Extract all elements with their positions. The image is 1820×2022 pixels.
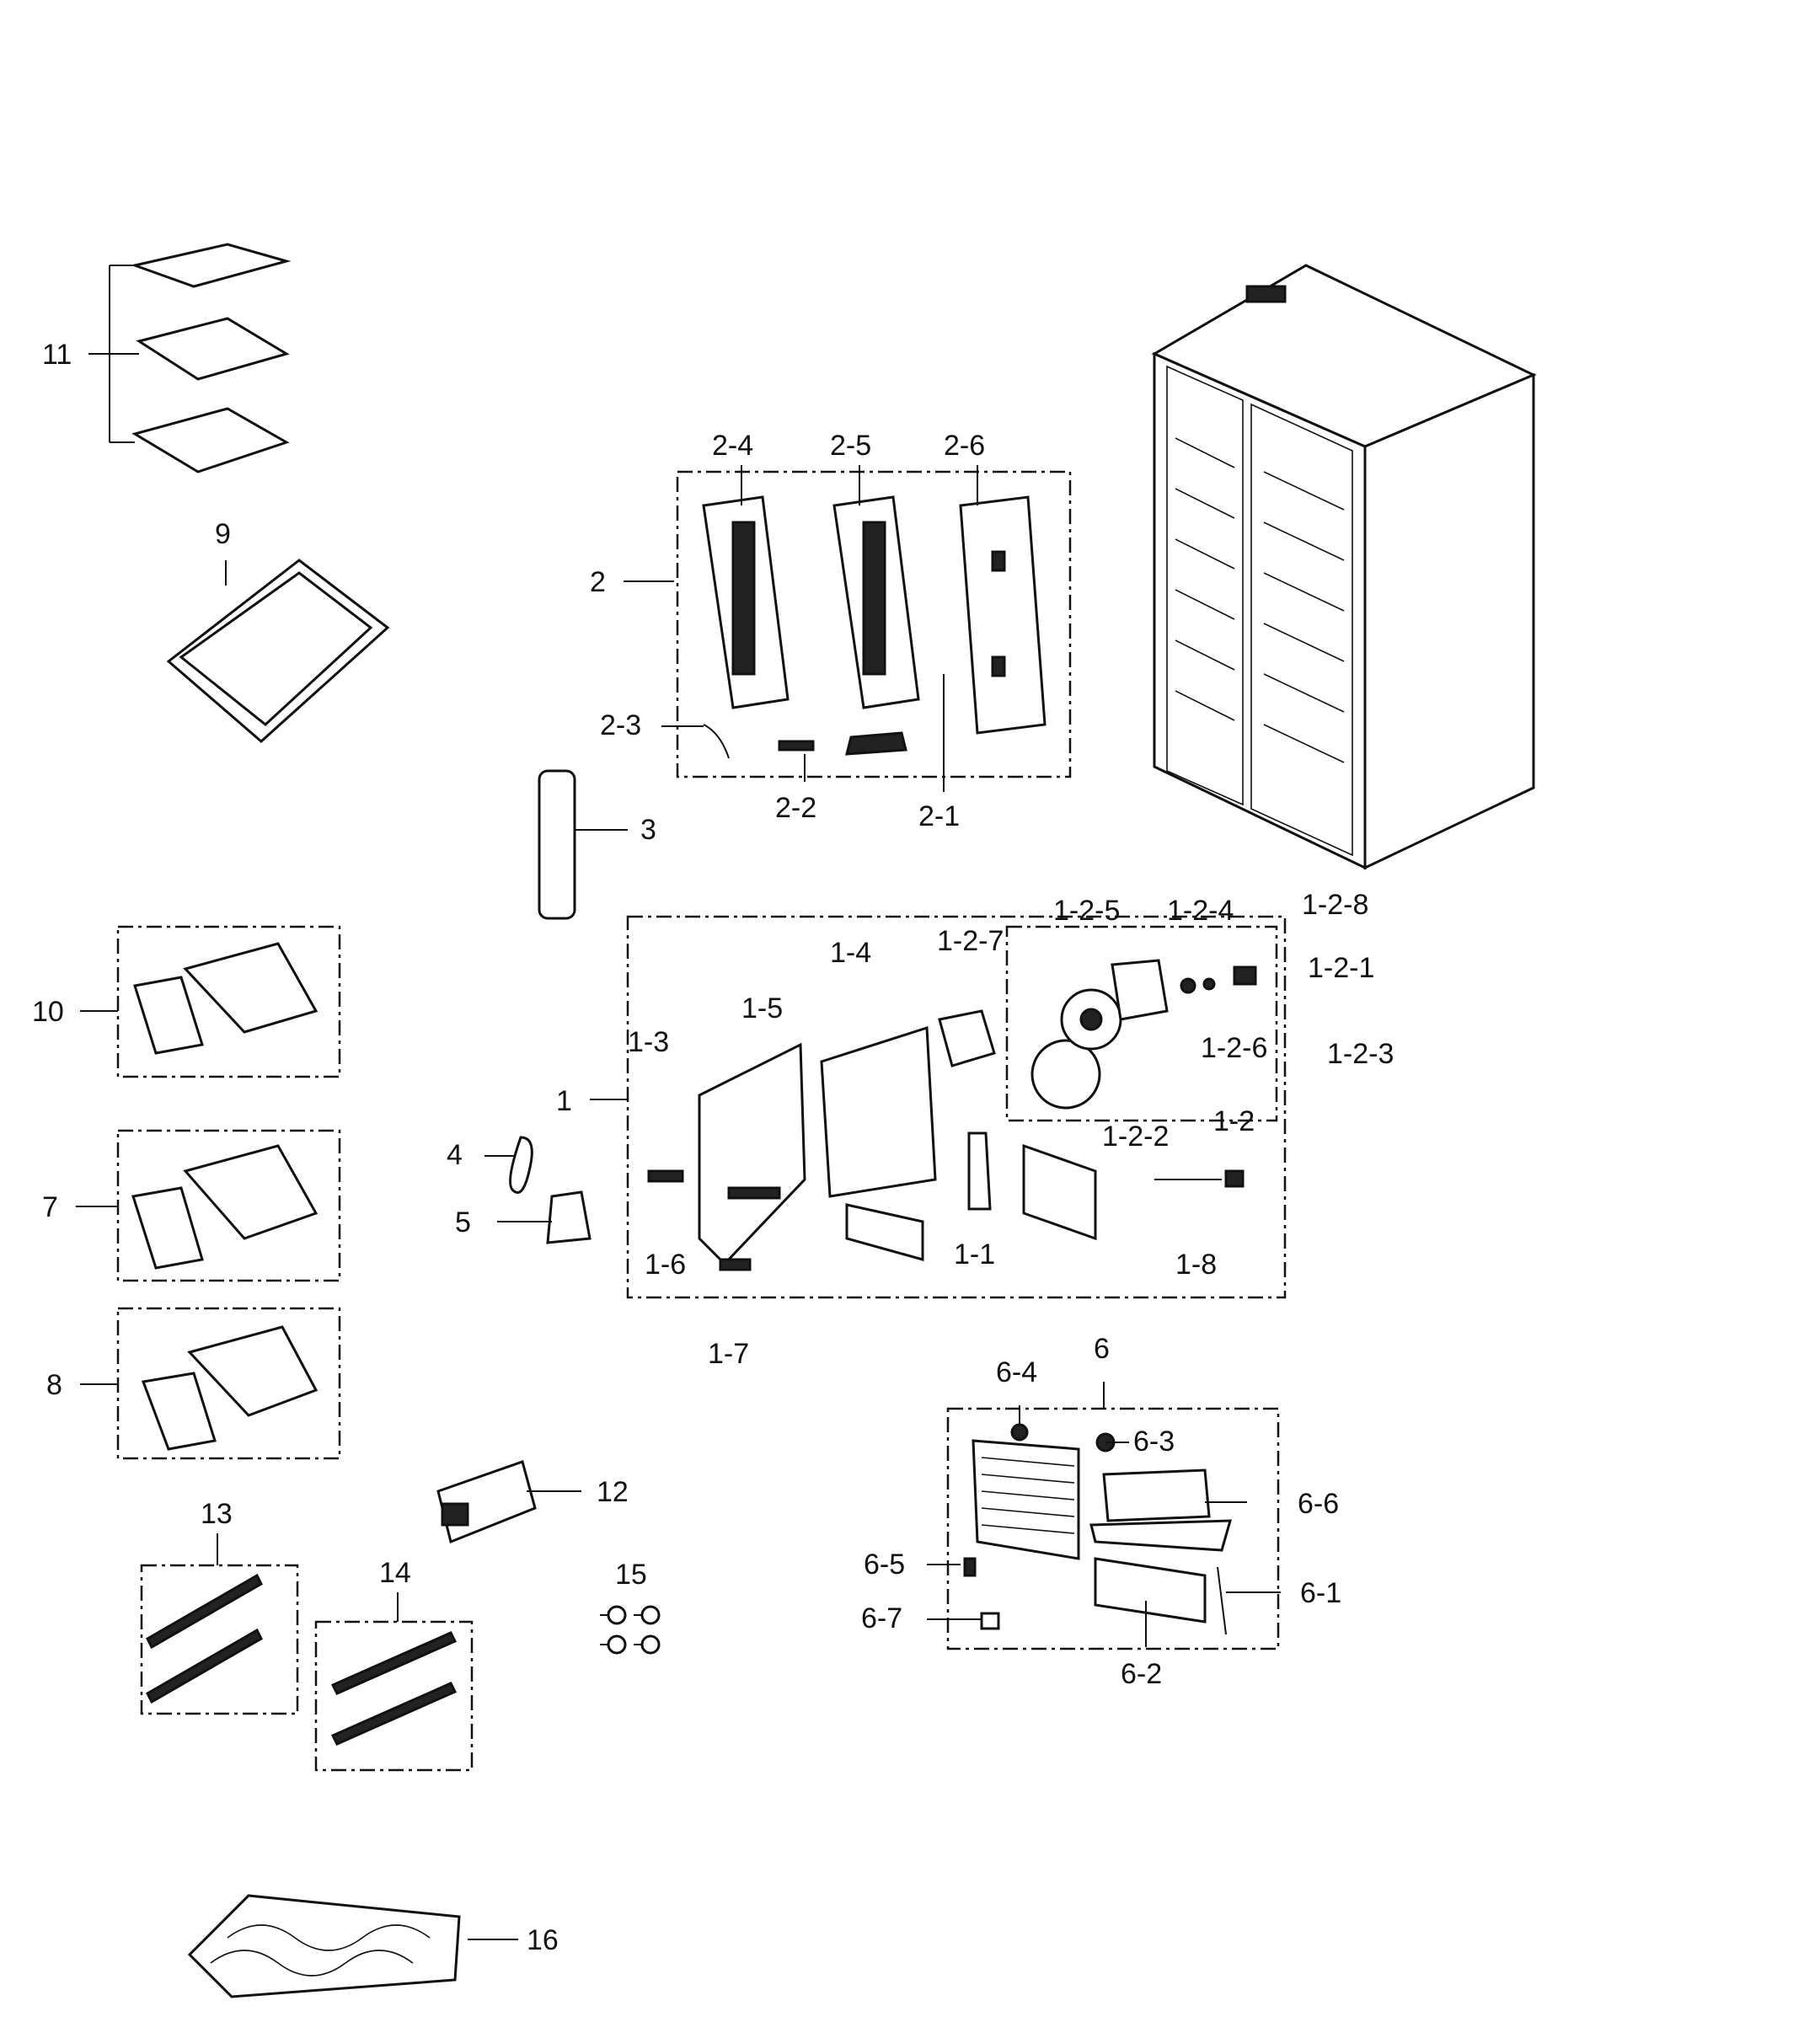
label-6: 6 xyxy=(1094,1333,1110,1365)
part-4-5-small xyxy=(484,1136,592,1244)
label-3: 3 xyxy=(640,814,656,846)
label-2-6: 2-6 xyxy=(944,430,985,462)
label-9: 9 xyxy=(215,518,231,550)
part-10-drawer xyxy=(80,925,341,1078)
part-8-drawer xyxy=(80,1307,341,1460)
label-11: 11 xyxy=(42,339,72,371)
label-1-8: 1-8 xyxy=(1175,1249,1217,1281)
part-12-ice-maker xyxy=(436,1460,581,1544)
label-6-1: 6-1 xyxy=(1300,1577,1341,1609)
label-6-7: 6-7 xyxy=(861,1602,902,1634)
part-1-assembly xyxy=(590,915,1287,1299)
label-5: 5 xyxy=(455,1206,471,1238)
label-1-1: 1-1 xyxy=(954,1238,995,1270)
label-6-5: 6-5 xyxy=(864,1549,905,1581)
label-16: 16 xyxy=(527,1924,559,1956)
label-7: 7 xyxy=(42,1191,58,1223)
part-3-panel xyxy=(538,769,628,920)
part-9-glass-shelf xyxy=(166,559,390,743)
label-2-5: 2-5 xyxy=(830,430,871,462)
part-16-wine-rack xyxy=(187,1894,518,1998)
label-4: 4 xyxy=(447,1139,463,1171)
label-2-3: 2-3 xyxy=(600,709,641,741)
label-1-2-7: 1-2-7 xyxy=(937,925,1004,957)
part-2-assembly xyxy=(624,465,1072,792)
label-2-4: 2-4 xyxy=(712,430,753,462)
part-13-rails xyxy=(140,1533,299,1715)
label-1-2-6: 1-2-6 xyxy=(1201,1032,1267,1064)
label-8: 8 xyxy=(46,1369,62,1401)
label-12: 12 xyxy=(597,1476,629,1508)
label-1-5: 1-5 xyxy=(741,992,783,1024)
label-15: 15 xyxy=(615,1559,647,1591)
part-11-shelves xyxy=(88,243,292,473)
label-1-2-5: 1-2-5 xyxy=(1053,895,1120,927)
label-1-2-1: 1-2-1 xyxy=(1308,952,1374,984)
label-2-1: 2-1 xyxy=(918,800,960,832)
label-1-2-8: 1-2-8 xyxy=(1302,889,1368,921)
refrigerator-cabinet xyxy=(1151,264,1537,870)
label-1-2-3: 1-2-3 xyxy=(1327,1038,1394,1070)
part-7-drawer xyxy=(76,1129,341,1282)
label-1-2-2: 1-2-2 xyxy=(1102,1121,1169,1153)
label-13: 13 xyxy=(201,1498,233,1530)
label-14: 14 xyxy=(379,1557,411,1589)
label-1-7: 1-7 xyxy=(708,1338,749,1370)
part-15-screws xyxy=(600,1605,661,1655)
label-2-2: 2-2 xyxy=(775,792,816,824)
label-1-6: 1-6 xyxy=(645,1249,686,1281)
label-1-2: 1-2 xyxy=(1213,1105,1255,1137)
part-6-evaporator xyxy=(927,1382,1281,1650)
label-6-4: 6-4 xyxy=(996,1356,1037,1388)
label-6-3: 6-3 xyxy=(1133,1426,1175,1458)
label-10: 10 xyxy=(32,996,64,1028)
part-14-rails xyxy=(314,1592,474,1772)
label-6-6: 6-6 xyxy=(1298,1488,1339,1520)
label-1-3: 1-3 xyxy=(628,1026,669,1058)
label-1-2-4: 1-2-4 xyxy=(1167,895,1234,927)
label-1: 1 xyxy=(556,1085,572,1117)
label-6-2: 6-2 xyxy=(1121,1658,1162,1690)
label-2: 2 xyxy=(590,566,606,598)
label-1-4: 1-4 xyxy=(830,937,871,969)
